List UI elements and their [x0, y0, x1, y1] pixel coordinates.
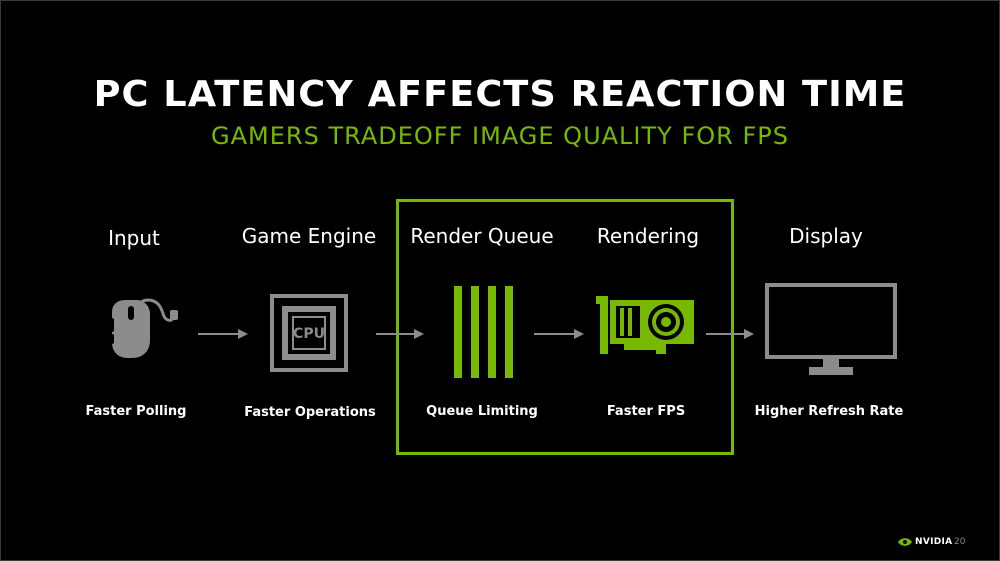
svg-text:CPU: CPU: [293, 326, 325, 342]
nvidia-logo: NVIDIA: [898, 537, 952, 547]
stage-caption-display: Higher Refresh Rate: [754, 404, 904, 419]
mouse-icon: [108, 298, 178, 358]
arrow-right-icon: [198, 329, 248, 339]
stage-caption-rendering: Faster FPS: [606, 404, 686, 419]
monitor-icon: [765, 283, 897, 375]
slide-title: PC LATENCY AFFECTS REACTION TIME: [93, 74, 907, 115]
arrow-right-icon: [376, 329, 424, 339]
page-number: 20: [954, 537, 966, 547]
stage-caption-input: Faster Polling: [85, 404, 187, 419]
stage-caption-render-queue: Queue Limiting: [426, 404, 538, 419]
arrow-right-icon: [534, 329, 584, 339]
nvidia-eye-icon: [898, 538, 912, 546]
stage-title-display: Display: [789, 224, 863, 248]
logo-text: NVIDIA: [915, 537, 953, 547]
arrow-right-icon: [706, 329, 754, 339]
stage-title-game-engine: Game Engine: [241, 224, 377, 248]
cpu-icon: CPU: [270, 294, 348, 372]
slide-subtitle: GAMERS TRADEOFF IMAGE QUALITY FOR FPS: [211, 122, 789, 150]
queue-bars-icon: [454, 286, 513, 378]
graphics-card-icon: [596, 296, 694, 354]
stage-title-rendering: Rendering: [596, 224, 700, 248]
stage-title-render-queue: Render Queue: [410, 224, 554, 248]
stage-caption-game-engine: Faster Operations: [244, 405, 376, 420]
stage-title-input: Input: [108, 226, 160, 250]
highlight-box: [396, 199, 734, 455]
